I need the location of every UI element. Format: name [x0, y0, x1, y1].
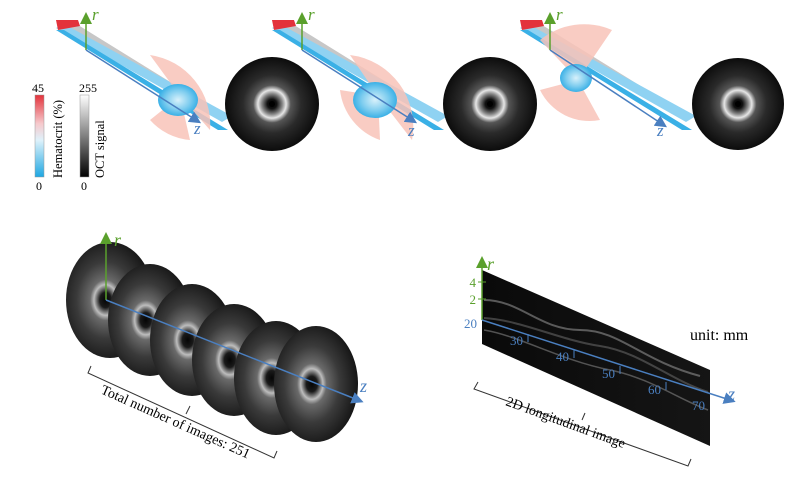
- longitudinal-texture: [483, 299, 709, 411]
- z-axis-label: z: [727, 384, 735, 404]
- rbc-sector: [540, 80, 600, 122]
- oct-title: OCT signal: [93, 120, 107, 178]
- oct-signal-colorbar: 255 0 OCT signal: [79, 81, 107, 193]
- rbc-sector: [540, 24, 612, 81]
- longitudinal-bracket-tick: [581, 412, 586, 421]
- r-axis-label: r: [556, 5, 563, 24]
- z-axis: [481, 319, 736, 404]
- stack-bracket-tick: [185, 405, 191, 415]
- unit-label: unit: mm: [690, 327, 749, 344]
- vessel-panel-2: r z: [272, 5, 537, 151]
- longitudinal-bracket: [473, 381, 692, 467]
- hematocrit-max-label: 45: [32, 81, 44, 95]
- z-axis-label: z: [407, 121, 415, 140]
- oct-lumen: [735, 101, 741, 107]
- hematocrit-min-label: 0: [36, 179, 42, 193]
- z-axis: [549, 49, 668, 128]
- r-axis-label: r: [92, 5, 99, 24]
- hematocrit-title: Hematocrit (%): [51, 100, 65, 178]
- z-tick-label: 40: [556, 349, 569, 364]
- longitudinal-image-panel: r 4 2 z 20 30 40 50 60 70 unit: mm 2D lo…: [464, 254, 749, 467]
- r-tick-label: 2: [470, 292, 477, 307]
- longitudinal-image: [482, 270, 710, 446]
- z-axis: [105, 299, 364, 404]
- vessel-bulge: [158, 84, 198, 116]
- z-tick-label: 20: [464, 316, 477, 331]
- z-axis-label: z: [359, 376, 367, 396]
- oct-lumen: [269, 101, 275, 107]
- z-axis: [301, 49, 418, 124]
- vessel-panel-1: r z: [56, 5, 319, 151]
- vessel-panel-3: r z: [520, 5, 784, 150]
- z-tick-label: 70: [692, 398, 705, 413]
- z-axis-label: z: [193, 119, 201, 138]
- oct-max-label: 255: [79, 81, 97, 95]
- oct-min-label: 0: [81, 179, 87, 193]
- oct-lumen: [487, 101, 493, 107]
- oct-gradient: [79, 94, 90, 178]
- hematocrit-colorbar: 45 0 Hematocrit (%): [32, 81, 65, 193]
- z-tick-label: 50: [602, 366, 615, 381]
- z-tick-label: 60: [648, 382, 661, 397]
- z-axis-label: z: [656, 121, 664, 140]
- stack-bracket: [87, 365, 278, 459]
- image-stack: r z Total number of images: 251: [66, 230, 367, 462]
- r-axis-label: r: [114, 230, 122, 250]
- r-axis-label: r: [487, 254, 495, 274]
- r-axis-label: r: [308, 5, 315, 24]
- r-tick-label: 4: [470, 275, 477, 290]
- vessel-bulge: [353, 82, 397, 118]
- vessel-bulge: [560, 64, 592, 92]
- hematocrit-gradient: [34, 94, 45, 178]
- z-tick-label: 30: [510, 333, 523, 348]
- longitudinal-caption: 2D longitudinal image: [504, 395, 628, 452]
- z-axis: [85, 49, 202, 124]
